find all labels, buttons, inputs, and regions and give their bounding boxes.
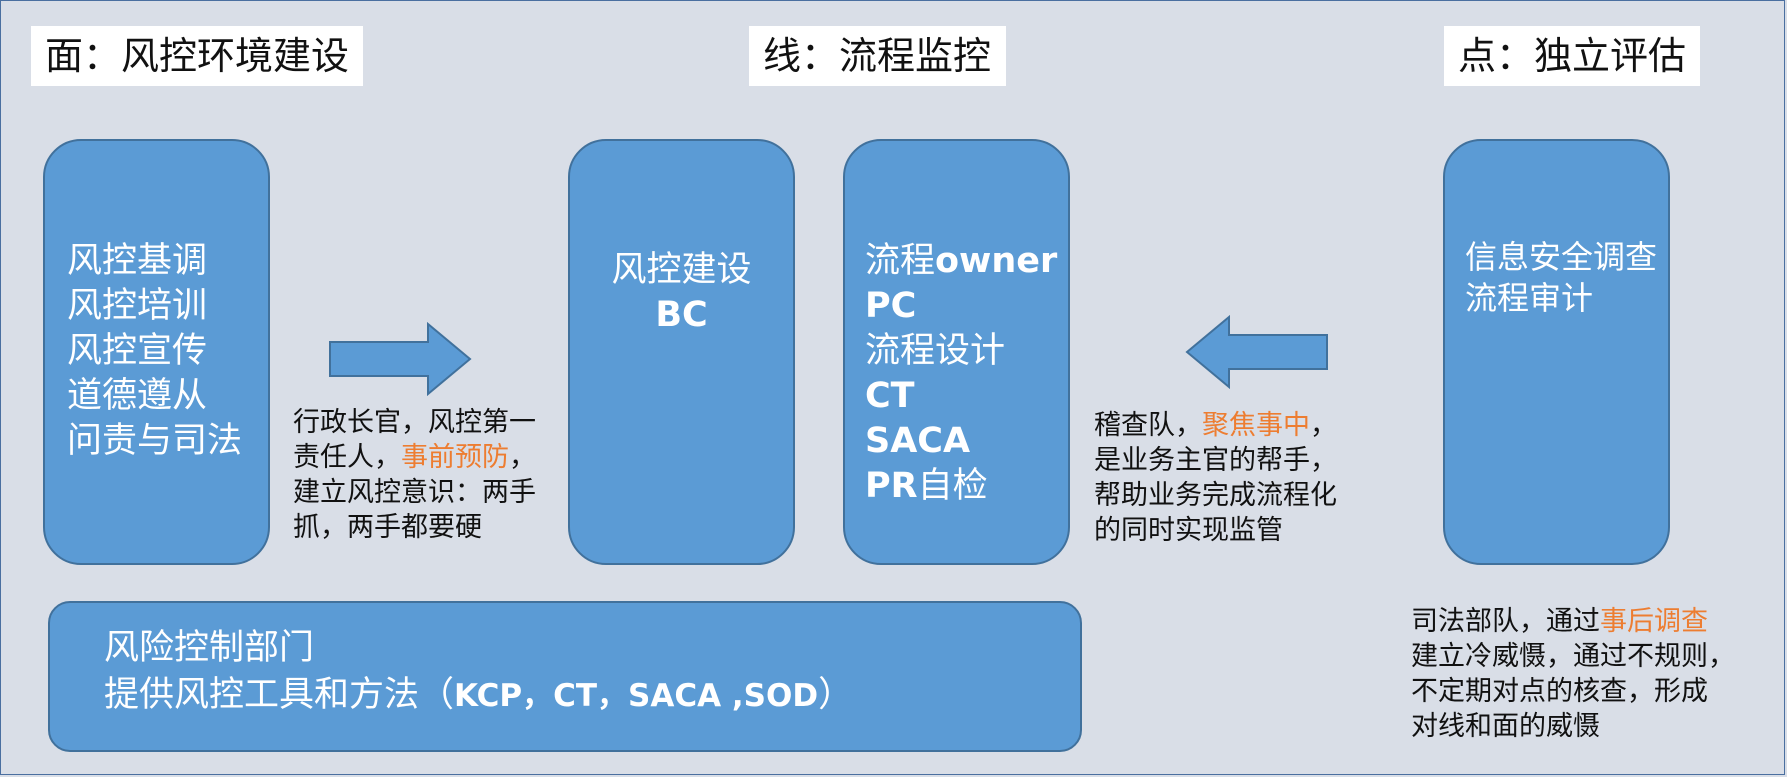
description-line: 对线和面的威慑: [1411, 711, 1600, 742]
description-line: 稽查队，聚焦事中，: [1094, 408, 1337, 443]
description-line: 行政长官，风控第一: [293, 407, 536, 438]
process-item: PR自检: [865, 464, 1057, 509]
process-box: 流程owner PC 流程设计 CT SACA PR自检: [843, 139, 1070, 565]
description-text: 责任人，: [293, 442, 401, 473]
description-text: ，: [509, 442, 536, 473]
highlight-text: 聚焦事中: [1202, 410, 1310, 441]
description-process: 稽查队，聚焦事中， 是业务主官的帮手， 帮助业务完成流程化 的同时实现监管: [1094, 408, 1337, 548]
description-text: ，: [1310, 410, 1337, 441]
risk-control-department-box: 风险控制部门 提供风控工具和方法（KCP，CT，SACA ,SOD）: [48, 601, 1082, 752]
header-environment: 面：风控环境建设: [31, 26, 363, 86]
description-line: 帮助业务完成流程化: [1094, 480, 1337, 511]
audit-item: 信息安全调查: [1465, 238, 1658, 276]
description-line: 建立冷威慑，通过不规则，: [1411, 641, 1735, 672]
environment-item: 问责与司法: [67, 421, 243, 461]
process-item-cn: 流程: [865, 241, 936, 281]
highlight-text: 事后调查: [1600, 606, 1708, 637]
description-line: 司法部队，通过事后调查: [1411, 604, 1735, 639]
description-line: 责任人，事前预防，: [293, 440, 536, 475]
process-item: CT: [865, 376, 915, 416]
department-tools-end: ）: [818, 675, 854, 715]
risk-control-department-text: 风险控制部门 提供风控工具和方法（KCP，CT，SACA ,SOD）: [104, 625, 853, 720]
description-line: 抓，两手都要硬: [293, 512, 482, 543]
bc-label: BC: [655, 295, 708, 335]
environment-box-text: 风控基调 风控培训 风控宣传 道德遵从 问责与司法: [67, 239, 242, 464]
header-independent-evaluation: 点：独立评估: [1444, 26, 1700, 86]
bc-box-text: 风控建设 BC: [570, 248, 793, 338]
description-line: 建立风控意识：两手: [293, 477, 536, 508]
audit-box: 信息安全调查 流程审计: [1443, 139, 1670, 565]
department-tools-en: KCP，CT，SACA ,SOD: [454, 678, 819, 714]
process-box-text: 流程owner PC 流程设计 CT SACA PR自检: [865, 239, 1057, 509]
department-tools: 提供风控工具和方法（KCP，CT，SACA ,SOD）: [104, 672, 853, 720]
audit-box-text: 信息安全调查 流程审计: [1465, 237, 1657, 319]
process-item: 流程设计: [865, 331, 1006, 371]
description-line: 不定期对点的核查，形成: [1411, 676, 1708, 707]
bc-title: 风控建设: [611, 250, 752, 290]
bc-box: 风控建设 BC: [568, 139, 795, 565]
process-item-en: owner: [935, 241, 1058, 281]
description-text: 稽查队，: [1094, 410, 1202, 441]
process-item: 流程owner: [865, 239, 1057, 284]
environment-item: 风控宣传: [67, 331, 208, 371]
description-line: 是业务主官的帮手，: [1094, 445, 1337, 476]
environment-item: 风控培训: [67, 286, 208, 326]
description-environment: 行政长官，风控第一 责任人，事前预防， 建立风控意识：两手 抓，两手都要硬: [293, 405, 536, 545]
environment-box: 风控基调 风控培训 风控宣传 道德遵从 问责与司法: [43, 139, 270, 565]
description-line: 的同时实现监管: [1094, 515, 1283, 546]
department-tools-cn: 提供风控工具和方法（: [104, 675, 455, 715]
description-text: 司法部队，通过: [1411, 606, 1600, 637]
process-item: SACA: [865, 421, 971, 461]
process-item-en: PR: [865, 466, 918, 506]
left-arrow-icon: [1185, 315, 1328, 389]
audit-item: 流程审计: [1465, 279, 1594, 317]
process-item: PC: [865, 286, 917, 326]
environment-item: 道德遵从: [67, 376, 208, 416]
right-arrow-icon: [329, 322, 472, 396]
environment-item: 风控基调: [67, 241, 208, 281]
description-audit: 司法部队，通过事后调查 建立冷威慑，通过不规则， 不定期对点的核查，形成 对线和…: [1411, 604, 1735, 744]
header-process-monitoring: 线：流程监控: [749, 26, 1006, 86]
highlight-text: 事前预防: [401, 442, 509, 473]
process-item-cn: 自检: [917, 466, 988, 506]
department-title: 风险控制部门: [104, 628, 315, 668]
